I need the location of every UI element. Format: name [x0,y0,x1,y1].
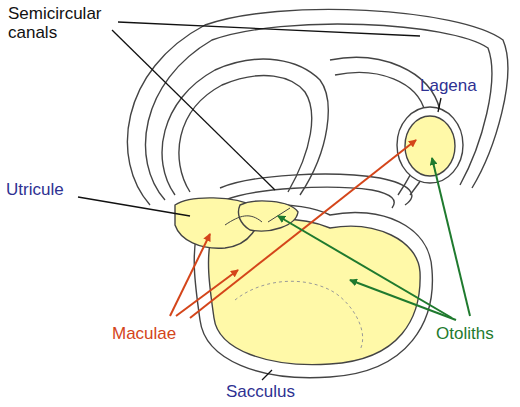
leader-lines [78,22,441,380]
semicircular-canals [127,9,507,208]
structure-label: Lagena [420,76,510,95]
structure-label: Maculae [112,324,222,343]
structure-label: Semicircular canals [8,4,118,42]
structure-label: Utricule [6,180,96,199]
structure-label: Sacculus [226,382,326,401]
otoliths-arrows [278,158,470,320]
structure-label: Otoliths [436,324,516,343]
vestibule [175,107,463,378]
